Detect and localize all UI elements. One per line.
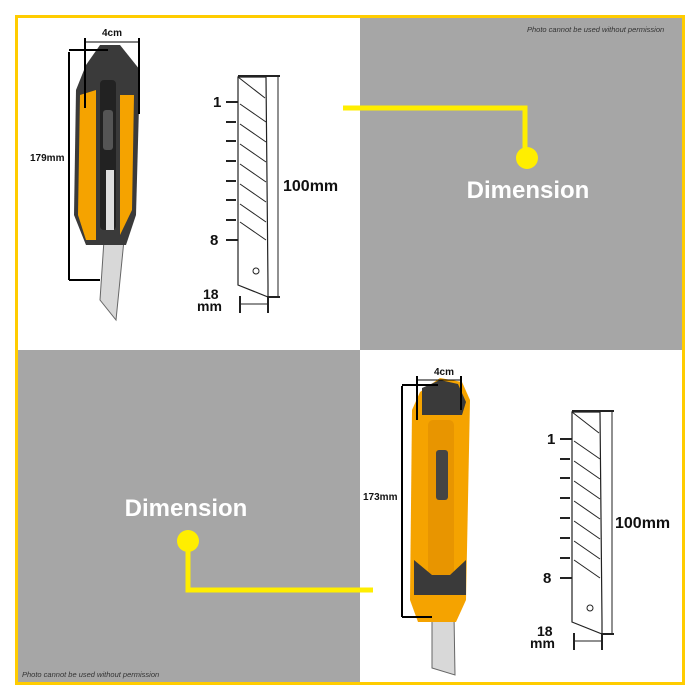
blade-diagram-2 — [560, 410, 614, 650]
knife-2-length: 173mm — [363, 492, 398, 503]
knife-1-width: 4cm — [102, 28, 123, 39]
blade-2-length: 100mm — [615, 515, 671, 532]
blade-2-last: 8 — [543, 570, 552, 587]
blade-1-length: 100mm — [283, 178, 339, 195]
connector-dot-top — [516, 147, 538, 169]
knife-1-dimensions — [68, 38, 140, 281]
connector-dot-bottom — [177, 530, 199, 552]
blade-2-width-num: 18 — [537, 623, 553, 639]
watermark-bottom: Photo cannot be used without permission — [22, 670, 160, 679]
dimension-title-2: Dimension — [124, 495, 248, 522]
bottom-left-panel — [18, 350, 360, 682]
blade-diagram-1 — [226, 75, 280, 313]
blade-1-last: 8 — [210, 232, 219, 249]
blade-1-width-num: 18 — [203, 286, 219, 302]
connector-top — [343, 105, 528, 155]
blade-1-first: 1 — [213, 94, 222, 111]
knife-image-1 — [74, 45, 140, 322]
frame-border — [15, 15, 685, 685]
top-right-panel — [360, 18, 682, 350]
blade-2-first: 1 — [547, 431, 556, 448]
knife-2-dimensions — [401, 376, 462, 618]
blade-2-width-unit: mm — [530, 635, 555, 651]
knife-image-2 — [410, 378, 470, 676]
knife-2-width: 4cm — [434, 367, 455, 378]
blade-1-width-unit: mm — [197, 298, 222, 314]
watermark-top: Photo cannot be used without permission — [527, 25, 665, 34]
dimension-title-1: Dimension — [466, 177, 590, 204]
connector-bottom — [185, 545, 373, 593]
knife-1-length: 179mm — [30, 153, 65, 164]
